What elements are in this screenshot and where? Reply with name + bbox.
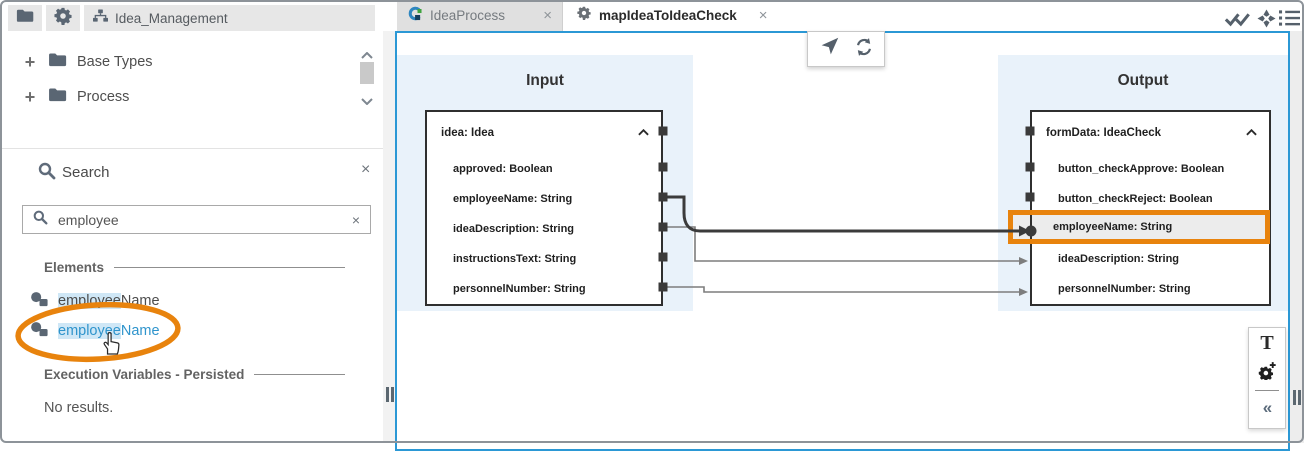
- divider: [254, 374, 345, 375]
- gear-plus-icon: [1258, 361, 1277, 385]
- search-header-icon: [38, 162, 56, 185]
- element-variable-icon: [30, 291, 49, 312]
- folder-icon: [16, 8, 34, 28]
- list-view-button[interactable]: [1279, 9, 1300, 32]
- collapse-chevron-icon[interactable]: [1246, 127, 1257, 139]
- collapse-chevron-icon[interactable]: [638, 127, 649, 139]
- input-field-idea-description[interactable]: ideaDescription: String: [453, 223, 575, 235]
- divider: [114, 267, 345, 268]
- output-field-button-check-approve[interactable]: button_checkApprove: Boolean: [1058, 163, 1225, 175]
- output-field-personnel-number[interactable]: personnelNumber: String: [1058, 283, 1191, 295]
- mapping-line-idea-description: [663, 226, 1019, 262]
- no-results-text: No results.: [44, 400, 114, 416]
- cross-arrows-icon: [1257, 9, 1276, 32]
- folder-icon: [48, 87, 67, 107]
- search-clear-button[interactable]: ×: [351, 211, 360, 228]
- tree-item-label: Base Types: [77, 54, 153, 70]
- search-box: ×: [22, 205, 371, 234]
- left-splitter[interactable]: [383, 31, 397, 443]
- highlighted-mapping-target[interactable]: employeeName: String: [1008, 210, 1270, 244]
- text-tool-button[interactable]: T: [1249, 328, 1285, 358]
- splitter-grip[interactable]: [1293, 390, 1301, 405]
- search-input[interactable]: [58, 211, 342, 228]
- tree-item-label: Process: [77, 89, 130, 105]
- mapping-line-employee-name-selected: [663, 195, 1019, 233]
- settings-button[interactable]: [46, 5, 80, 31]
- canvas-toolbar: [807, 31, 885, 67]
- output-field-idea-description[interactable]: ideaDescription: String: [1058, 253, 1180, 265]
- divider: [0, 148, 383, 149]
- search-panel-title: Search: [62, 164, 110, 181]
- elements-section-title: Elements: [44, 260, 105, 275]
- input-panel-title: Input: [526, 72, 564, 89]
- output-node-header[interactable]: formData: IdeaCheck: [1032, 112, 1269, 154]
- search-icon: [33, 210, 48, 230]
- double-chevron-left-icon: «: [1262, 398, 1273, 417]
- tab-close-icon[interactable]: ×: [543, 7, 552, 24]
- canvas-side-toolbar: T «: [1248, 327, 1286, 429]
- project-segment[interactable]: Idea_Management: [84, 5, 375, 31]
- tab-label: mapIdeaToIdeaCheck: [599, 8, 737, 23]
- double-check-icon: [1224, 13, 1252, 32]
- sidebar: Idea_Management + Base Types + Process S…: [0, 0, 383, 443]
- process-icon: [407, 6, 422, 26]
- input-field-instructions-text[interactable]: instructionsText: String: [453, 253, 577, 265]
- input-node-idea[interactable]: idea: Idea approved: Boolean employeeNam…: [425, 110, 663, 306]
- elements-section-header: Elements: [44, 260, 383, 275]
- result-label: employeeName: [58, 293, 160, 309]
- tab-strip: IdeaProcess × mapIdeaToIdeaCheck ×: [397, 0, 1304, 31]
- auto-map-button[interactable]: [1257, 9, 1276, 33]
- exec-vars-section-header: Execution Variables - Persisted: [44, 367, 383, 382]
- divider: [1255, 390, 1279, 391]
- tab-idea-process[interactable]: IdeaProcess ×: [397, 0, 563, 31]
- text-tool-icon: T: [1260, 331, 1274, 354]
- bullet-list-icon: [1279, 10, 1300, 31]
- tree-item-process[interactable]: + Process: [0, 84, 350, 110]
- search-result-employee-name-2[interactable]: employeeName: [30, 320, 160, 342]
- input-field-employee-name[interactable]: employeeName: String: [453, 193, 573, 205]
- tab-map-idea-to-idea-check[interactable]: mapIdeaToIdeaCheck ×: [567, 0, 768, 31]
- input-node-header[interactable]: idea: Idea: [427, 112, 661, 154]
- scroll-down-icon[interactable]: [361, 92, 373, 110]
- output-panel-title: Output: [1117, 72, 1169, 89]
- output-field-button-check-reject[interactable]: button_checkReject: Boolean: [1058, 193, 1213, 205]
- mapping-line-personnel-number: [663, 286, 1019, 293]
- scroll-up-icon[interactable]: [361, 46, 373, 64]
- right-splitter[interactable]: [1290, 31, 1304, 443]
- expand-plus-icon[interactable]: +: [24, 52, 36, 72]
- output-node-form-data[interactable]: formData: IdeaCheck button_checkApprove:…: [1030, 110, 1271, 306]
- folder-button[interactable]: [8, 5, 42, 31]
- exec-vars-section-title: Execution Variables - Persisted: [44, 367, 245, 382]
- result-label: employeeName: [58, 323, 160, 339]
- refresh-button[interactable]: [854, 37, 874, 62]
- collapse-panel-button[interactable]: «: [1249, 393, 1285, 423]
- splitter-grip[interactable]: [386, 387, 394, 402]
- search-result-employee-name-1[interactable]: employeeName: [30, 290, 160, 312]
- folder-icon: [48, 52, 67, 72]
- gear-icon: [577, 6, 591, 25]
- element-variable-icon: [30, 321, 49, 342]
- input-field-approved[interactable]: approved: Boolean: [453, 163, 553, 175]
- mapping-canvas[interactable]: Input Output idea: Idea approved: Boolea…: [395, 31, 1290, 451]
- project-name: Idea_Management: [115, 10, 228, 26]
- scroll-thumb[interactable]: [360, 62, 374, 84]
- highlighted-field-label: employeeName: String: [1053, 221, 1173, 233]
- input-field-personnel-number[interactable]: personnelNumber: String: [453, 283, 586, 295]
- gear-icon: [54, 7, 72, 30]
- tree-item-base-types[interactable]: + Base Types: [0, 49, 350, 75]
- node-border-segment: [1030, 215, 1032, 239]
- add-function-button[interactable]: [1249, 358, 1285, 388]
- expand-plus-icon[interactable]: +: [24, 87, 36, 107]
- tab-close-icon[interactable]: ×: [758, 7, 768, 24]
- search-panel-close-button[interactable]: ×: [361, 161, 371, 178]
- tab-label: IdeaProcess: [430, 8, 506, 23]
- tree-scrollbar[interactable]: [357, 40, 377, 108]
- navigate-button[interactable]: [819, 36, 840, 62]
- hierarchy-icon: [93, 8, 108, 28]
- validate-button[interactable]: [1224, 9, 1252, 33]
